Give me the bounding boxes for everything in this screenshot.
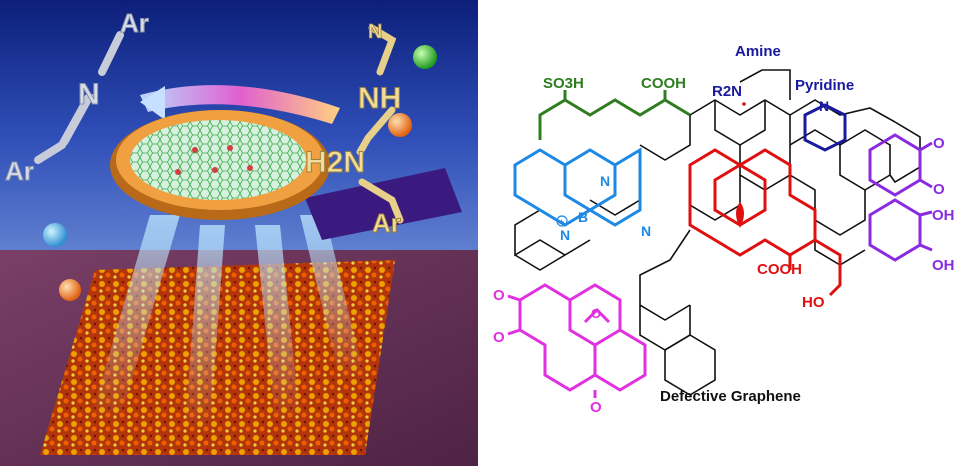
o-ketone-1-label: O [933, 135, 945, 152]
ar-label-bottom-right: Ar [372, 208, 401, 238]
graphene-lattice [514, 99, 921, 396]
positive-charge-icon [556, 215, 568, 227]
h2n-label: H2N [305, 146, 365, 179]
cooh-top-label: COOH [641, 75, 686, 92]
arrow-head-icon [140, 86, 165, 120]
pyridine-label: Pyridine [795, 77, 854, 94]
illustration-svg: Ar N Ar N NH H2N Ar [0, 0, 478, 466]
oh-right-2-label: OH [932, 257, 955, 274]
pyridine-ring [803, 103, 847, 152]
imine-molecule [34, 31, 124, 164]
amine-label: Amine [735, 43, 781, 60]
radical-dot-icon [742, 102, 746, 106]
n-label-imine: N [78, 78, 100, 111]
vacancy-marker-icon [736, 202, 744, 228]
oxidized-region [507, 283, 647, 398]
ar-label-top: Ar [120, 8, 149, 38]
defect-region [688, 148, 817, 270]
structure-panel: SO3H COOH N B N + N Amine R2N Pyridine N [478, 0, 962, 466]
n-label-pyridine: N [819, 98, 829, 114]
so3h-label: SO3H [543, 75, 584, 92]
n-label-center: N [641, 223, 651, 239]
ar-label-left: Ar [5, 156, 34, 186]
n-plus-label: N [560, 227, 570, 243]
magnifier-icon [110, 110, 462, 240]
nh-label: NH [358, 82, 401, 115]
blue-sphere [43, 223, 67, 247]
n-label-top-right: N [368, 21, 382, 43]
ho-label: HO [802, 294, 825, 311]
amine-molecules [356, 24, 404, 224]
oh-right-1-label: OH [932, 207, 955, 224]
r2n-label: R2N [712, 83, 742, 100]
orange-sphere-bottom [59, 279, 81, 301]
light-beams [90, 215, 365, 430]
structure-svg: SO3H COOH N B N + N Amine R2N Pyridine N [493, 43, 955, 416]
o-ketone-2-label: O [933, 181, 945, 198]
n-label-left: N [600, 173, 610, 189]
boron-label: B [578, 209, 588, 225]
cooh-bottom-label: COOH [757, 261, 802, 278]
quinone-catechol-rings [868, 133, 933, 262]
plus-sign-icon: + [559, 217, 564, 227]
figure-caption: Defective Graphene [660, 388, 801, 405]
curved-arrow-icon [140, 85, 340, 124]
o-bottom-label: O [590, 399, 602, 416]
illustration-panel: Ar N Ar N NH H2N Ar [0, 0, 478, 466]
carboxyl-sulfonate-rings [538, 90, 691, 140]
o-left-2-label: O [493, 329, 505, 346]
boron-nitrogen-region [513, 147, 642, 227]
o-left-1-label: O [493, 287, 505, 304]
orange-sphere-top [388, 113, 412, 137]
o-epoxide-label: O [591, 306, 601, 321]
green-sphere [413, 45, 437, 69]
